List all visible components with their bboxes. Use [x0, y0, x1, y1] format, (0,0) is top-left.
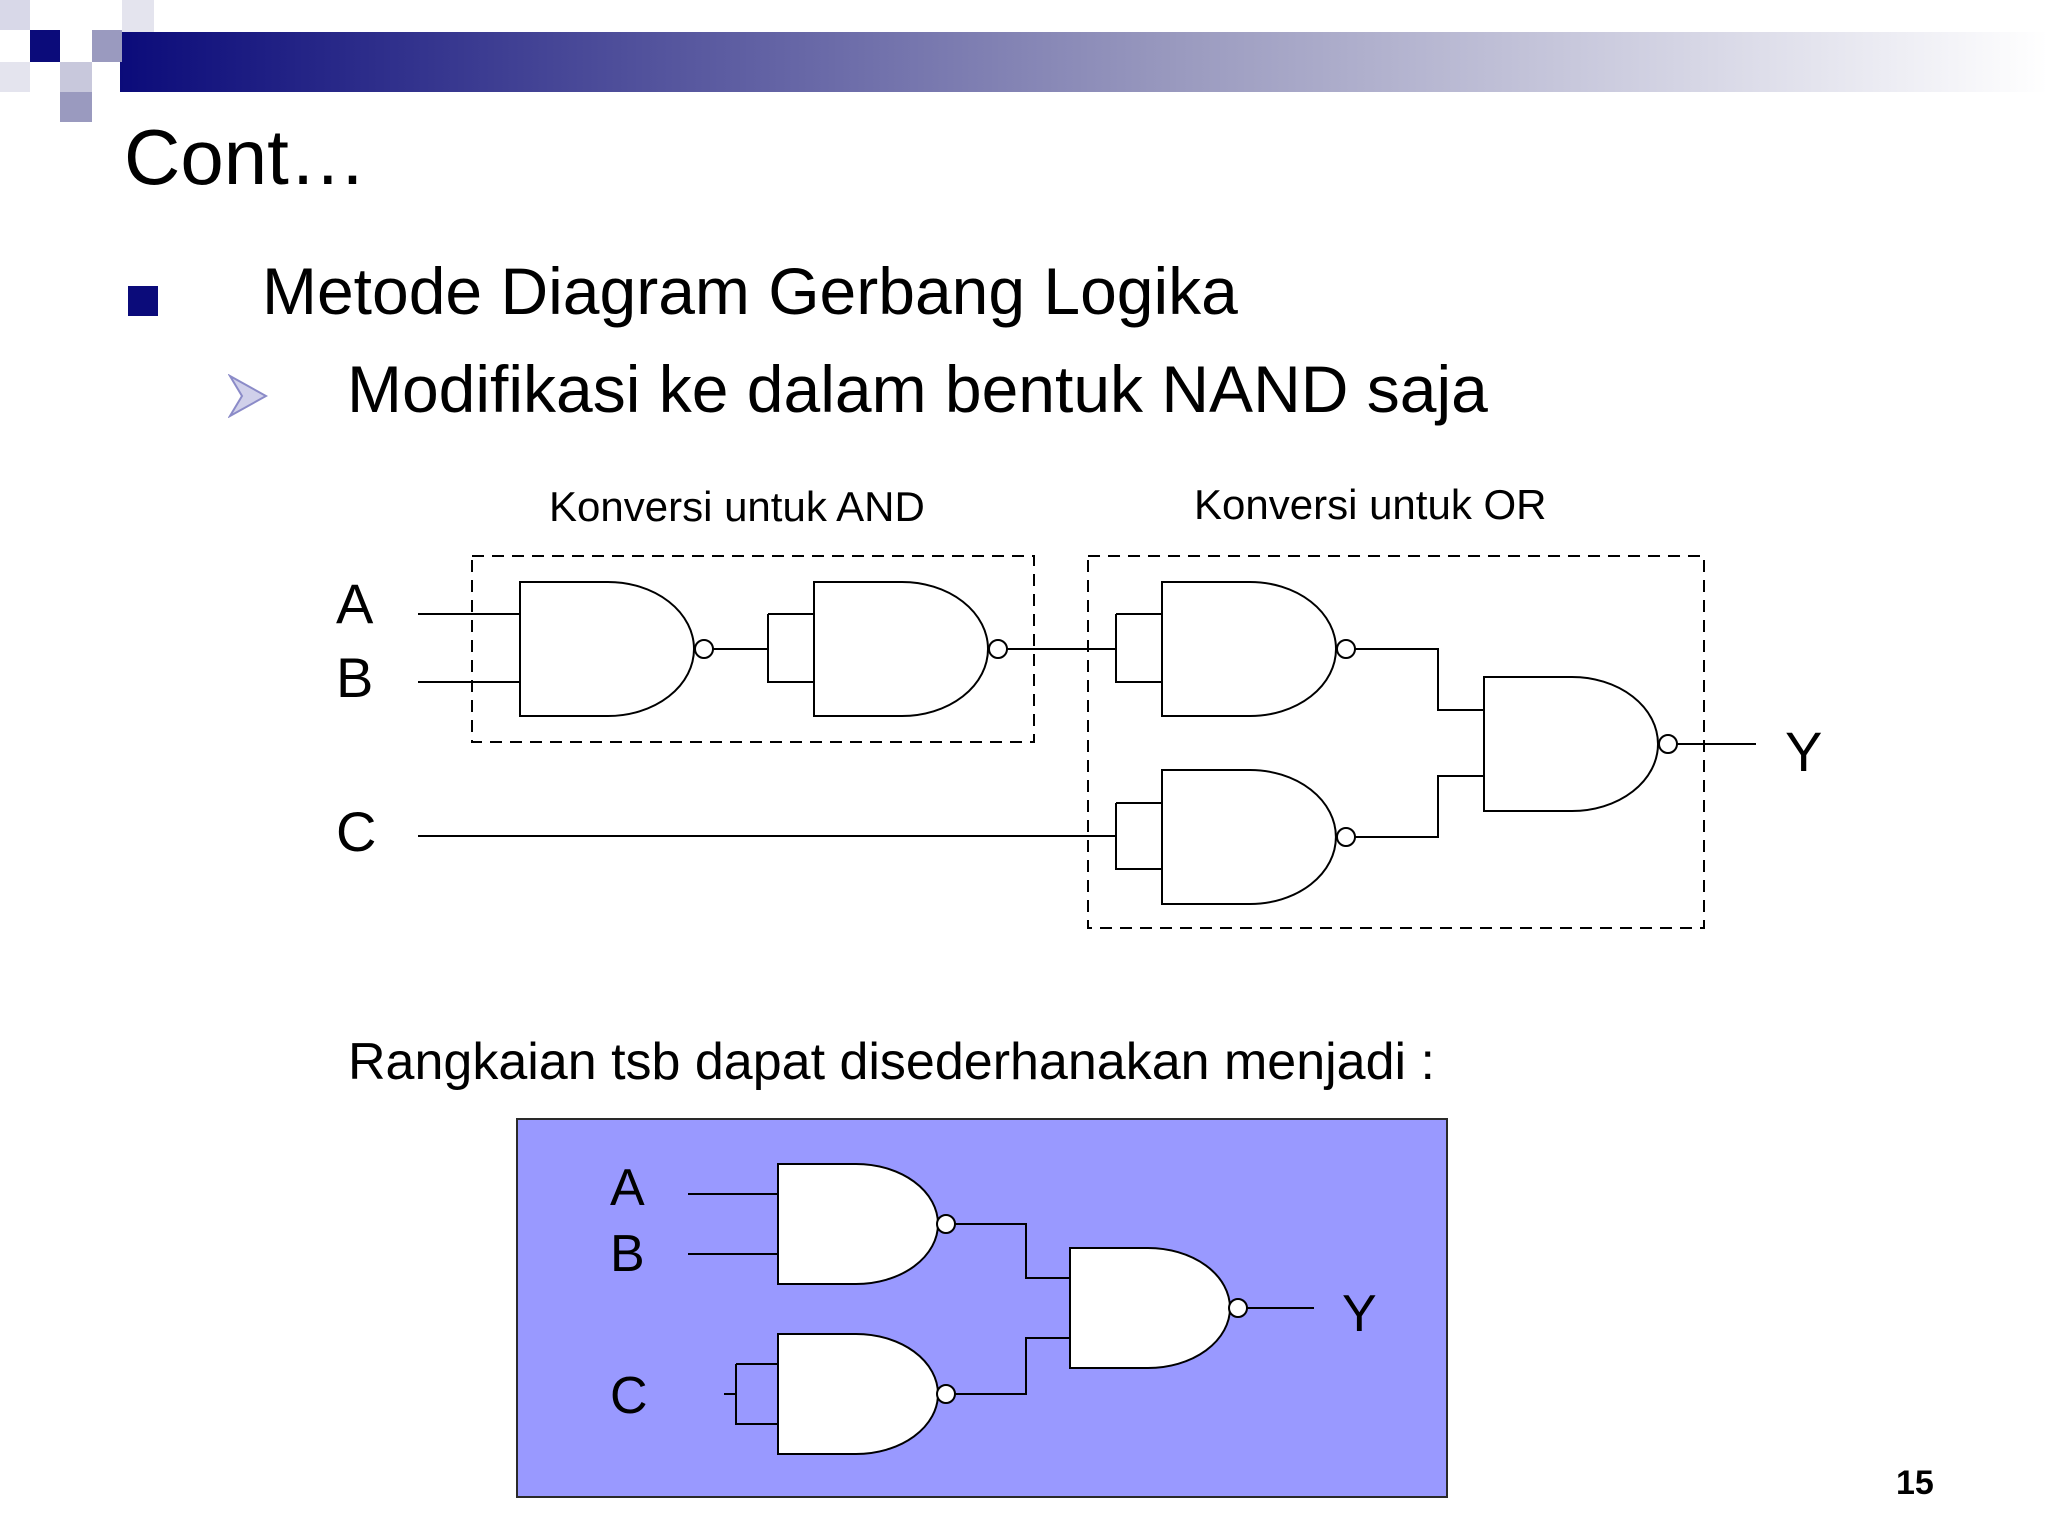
wire-g4-out: [1355, 775, 1484, 838]
s-nand-gate-1-bubble: [936, 1214, 956, 1234]
or-conversion-label: Konversi untuk OR: [1194, 481, 1547, 528]
s-nand-gate-2: [777, 1333, 939, 1455]
nand-gate-4: [1161, 769, 1337, 905]
slide-title: Cont…: [124, 113, 367, 201]
nand-gate-5: [1483, 676, 1659, 812]
s-input-c-label: C: [610, 1367, 648, 1425]
header-square-7: [0, 62, 30, 92]
header-gradient-bar: [120, 32, 2048, 92]
bullet-square-icon: [128, 286, 158, 316]
nand-gate-1: [519, 581, 695, 717]
header-band: [0, 0, 2048, 122]
header-square-5: [122, 0, 154, 32]
s-output-y-label: Y: [1342, 1285, 1377, 1343]
wire-g4-tie: [1115, 802, 1162, 870]
nand-gate-2: [813, 581, 989, 717]
input-b-label: B: [336, 646, 374, 709]
s-nand-gate-3: [1069, 1247, 1231, 1369]
header-square-3: [60, 62, 92, 92]
nand-gate-3: [1161, 581, 1337, 717]
s-wire-g1-out: [955, 1223, 1070, 1279]
or-conversion-box: [1087, 555, 1705, 929]
input-c-label: C: [336, 800, 377, 863]
header-square-2: [30, 30, 60, 62]
page-number: 15: [1896, 1464, 1934, 1502]
simplify-note: Rangkaian tsb dapat disederhanakan menja…: [348, 1033, 1435, 1091]
s-input-b-label: B: [610, 1225, 645, 1283]
header-square-4: [92, 30, 122, 62]
header-square-1: [0, 0, 30, 30]
arrow-bullet-icon: [228, 374, 268, 418]
wire-g3-tie: [1115, 613, 1162, 683]
s-nand-gate-2-bubble: [936, 1384, 956, 1404]
output-y-label: Y: [1785, 720, 1823, 783]
s-wire-g2-tie: [735, 1363, 778, 1425]
s-wire-g2-out: [955, 1337, 1070, 1395]
header-square-6: [60, 92, 92, 122]
s-input-a-label: A: [610, 1159, 645, 1217]
and-conversion-label: Konversi untuk AND: [549, 483, 925, 530]
bullet-text-1: Metode Diagram Gerbang Logika: [262, 254, 1238, 328]
input-a-label: A: [336, 572, 374, 635]
nand-circuit-diagram: [418, 555, 1756, 929]
and-conversion-box: [471, 555, 1035, 743]
wire-g3-out: [1355, 648, 1484, 711]
bullet-text-2: Modifikasi ke dalam bentuk NAND saja: [347, 352, 1488, 426]
s-nand-gate-1: [777, 1163, 939, 1285]
wire-g2-tie: [767, 613, 814, 683]
s-nand-gate-3-bubble: [1228, 1298, 1248, 1318]
